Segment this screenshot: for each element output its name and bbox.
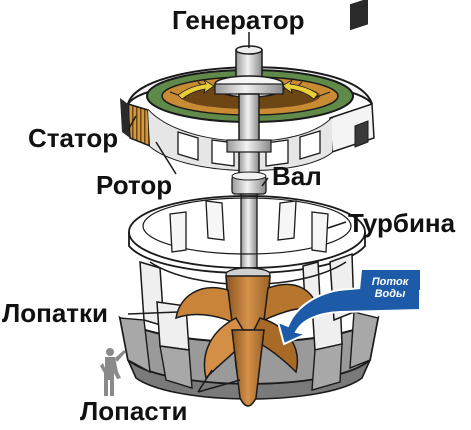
water-flow-arrow-icon — [276, 268, 421, 346]
label-generator: Генератор — [172, 5, 305, 35]
label-runner-blades: Лопасти — [80, 396, 188, 426]
label-wicket-gates: Лопатки — [2, 298, 109, 328]
leader-lines — [127, 32, 347, 393]
runner-blade — [175, 287, 233, 324]
label-water-flow-line2: Воды — [374, 288, 406, 300]
label-stator: Статор — [28, 123, 119, 153]
rotation-arrow-right — [281, 78, 319, 100]
label-water-flow: Поток Воды — [362, 276, 418, 300]
rotation-arrow-left — [177, 78, 215, 100]
person-silhouette-icon — [100, 348, 126, 396]
label-shaft: Вал — [272, 161, 322, 191]
turbine-runner — [175, 267, 320, 407]
label-water-flow-line1: Поток — [371, 276, 409, 288]
label-turbine: Турбина — [348, 208, 456, 238]
label-rotor: Ротор — [96, 170, 173, 200]
